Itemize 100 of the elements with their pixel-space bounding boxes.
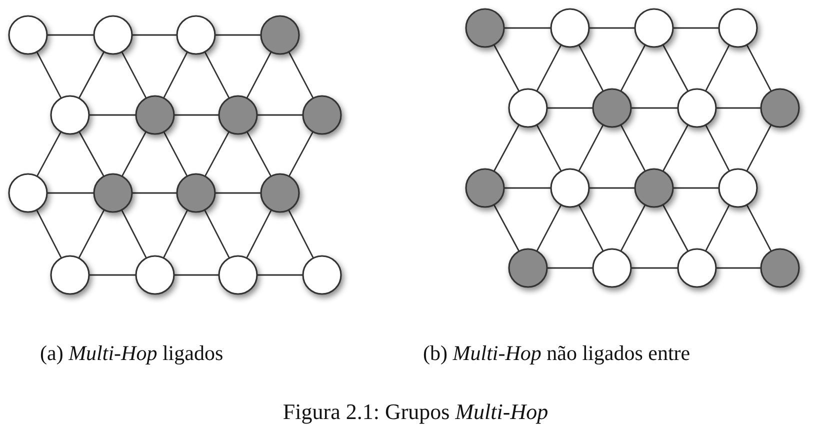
connector-line — [36, 52, 62, 98]
connector-line — [746, 204, 772, 252]
connector-line — [716, 267, 761, 269]
shaded-node-circle — [93, 173, 133, 213]
connector-line — [162, 210, 188, 258]
node-circle — [718, 168, 758, 208]
connector-line — [578, 44, 604, 92]
node-circle — [592, 248, 632, 288]
node-circle — [8, 173, 48, 213]
shaded-node-circle — [135, 95, 175, 135]
connector-line — [204, 131, 230, 177]
connector-line — [204, 52, 230, 98]
connector-line — [204, 210, 230, 258]
connector-line — [746, 44, 772, 92]
connector-line — [47, 192, 94, 194]
connector-line — [673, 27, 719, 29]
connector-line — [215, 34, 261, 36]
shaded-node-circle — [218, 95, 258, 135]
connector-line — [163, 132, 188, 176]
connector-line — [215, 192, 261, 194]
shaded-node-circle — [592, 88, 632, 128]
connector-line — [36, 131, 62, 177]
connector-line — [589, 187, 635, 189]
connector-line — [493, 204, 520, 252]
shaded-node-circle — [634, 168, 674, 208]
connector-line — [493, 124, 520, 172]
node-circle — [218, 255, 258, 295]
node-circle — [135, 255, 175, 295]
connector-line — [288, 131, 314, 177]
connector-line — [47, 34, 94, 36]
connector-line — [174, 114, 219, 116]
node-circle — [677, 88, 717, 128]
connector-line — [493, 44, 520, 92]
connector-line — [662, 124, 689, 172]
node-circle — [302, 255, 342, 295]
connector-line — [132, 192, 177, 194]
node-circle — [50, 95, 90, 135]
shaded-node-circle — [260, 173, 300, 213]
connector-line — [121, 52, 147, 98]
shaded-node-circle — [176, 173, 216, 213]
connector-line — [163, 52, 188, 98]
connector-line — [174, 274, 219, 276]
connector-line — [620, 44, 646, 92]
connector-line — [705, 44, 730, 92]
connector-line — [536, 124, 562, 172]
connector-line — [78, 51, 105, 99]
connector-line — [257, 274, 303, 276]
connector-line — [246, 52, 272, 98]
connector-line — [673, 187, 719, 189]
connector-line — [78, 131, 104, 177]
connector-line — [89, 274, 136, 276]
node-circle — [508, 88, 548, 128]
connector-line — [257, 114, 303, 116]
shaded-node-circle — [465, 8, 505, 48]
connector-line — [246, 210, 272, 258]
shaded-node-circle — [260, 15, 300, 55]
connector-line — [78, 210, 105, 258]
node-circle — [718, 8, 758, 48]
subfigure-caption: (b) Multi-Hop não ligados entre — [423, 342, 690, 366]
connector-line — [578, 124, 604, 172]
node-circle — [677, 248, 717, 288]
figure-caption: Figura 2.1: Grupos Multi-Hop — [282, 400, 550, 424]
connector-line — [121, 210, 147, 258]
node-circle — [550, 168, 590, 208]
node-circle — [8, 15, 48, 55]
connector-line — [504, 27, 551, 29]
connector-line — [547, 107, 593, 109]
connector-line — [716, 107, 761, 109]
shaded-node-circle — [508, 248, 548, 288]
node-circle — [634, 8, 674, 48]
connector-line — [536, 44, 562, 92]
connector-line — [36, 210, 62, 258]
connector-line — [89, 114, 136, 116]
shaded-node-circle — [760, 248, 800, 288]
connector-line — [631, 267, 678, 269]
node-circle — [176, 15, 216, 55]
connector-line — [705, 204, 730, 252]
connector-line — [547, 267, 593, 269]
node-circle — [93, 15, 133, 55]
connector-line — [246, 131, 272, 177]
node-circle — [550, 8, 590, 48]
shaded-node-circle — [760, 88, 800, 128]
shaded-node-circle — [465, 168, 505, 208]
connector-line — [589, 27, 635, 29]
connector-line — [132, 34, 177, 36]
connector-line — [504, 187, 551, 189]
shaded-node-circle — [302, 95, 342, 135]
connector-line — [620, 124, 646, 172]
subfigure-caption: (a) Multi-Hop ligados — [40, 342, 224, 366]
connector-line — [121, 131, 147, 177]
connector-line — [620, 204, 646, 252]
connector-line — [288, 210, 314, 258]
connector-line — [746, 124, 772, 172]
connector-line — [288, 52, 314, 98]
connector-line — [662, 204, 689, 252]
connector-line — [578, 204, 604, 252]
node-circle — [50, 255, 90, 295]
connector-line — [705, 124, 730, 172]
connector-line — [662, 44, 689, 92]
connector-line — [536, 204, 562, 252]
